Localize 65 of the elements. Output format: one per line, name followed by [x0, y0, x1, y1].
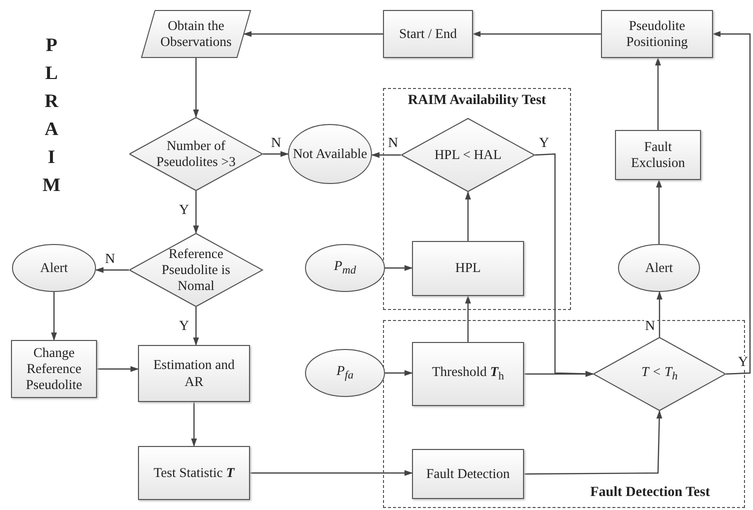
- arrow: [193, 191, 199, 234]
- terminal-ellipse: [288, 124, 372, 184]
- arrow: [191, 402, 197, 447]
- process-box: [138, 345, 250, 402]
- process-box: [601, 10, 713, 58]
- arrow: [95, 267, 129, 273]
- group-title: RAIM Availability Test: [406, 93, 548, 109]
- arrow: [524, 410, 662, 475]
- arrow: [656, 179, 662, 244]
- node-label: Alert: [40, 260, 68, 276]
- decision-diamond: [129, 117, 263, 191]
- arrow: [51, 292, 57, 341]
- edge-label: Y: [737, 356, 750, 370]
- process-box: [615, 130, 701, 180]
- node-label: Start / End: [399, 26, 457, 42]
- process-box: [11, 340, 97, 398]
- process-box: [383, 10, 473, 58]
- arrow: [263, 151, 289, 157]
- node-label: Number of Pseudolites >3: [156, 138, 236, 170]
- terminal-ellipse: [12, 244, 96, 292]
- process-box: [412, 342, 524, 406]
- arrow: [656, 291, 662, 337]
- vertical-title: PLRAIM: [42, 34, 61, 198]
- arrow: [385, 265, 413, 271]
- node-label: Alert: [645, 260, 673, 276]
- arrow: [193, 58, 199, 118]
- arrow: [465, 191, 471, 241]
- node-label: Reference Pseudolite is Nomal: [160, 246, 232, 294]
- terminal-ellipse: [618, 244, 700, 292]
- arrow: [243, 31, 383, 37]
- arrow: [371, 152, 401, 158]
- node-label: Fault Detection: [426, 466, 510, 482]
- node-label: P$_{md}$: [334, 258, 356, 278]
- node-label: P$_{fa}$: [336, 362, 354, 384]
- node-label: Pseudolite Positioning: [625, 18, 689, 50]
- group-title: Fault Detection Test: [590, 485, 710, 501]
- node-label: Not Available: [292, 146, 368, 162]
- arrow: [97, 366, 139, 372]
- arrow: [655, 57, 661, 130]
- process-box: [412, 449, 524, 499]
- arrow: [472, 31, 601, 37]
- node-label: Test Statistic T: [154, 464, 234, 482]
- node-label: HPL: [455, 260, 481, 277]
- node-label: T < T$_{h}$: [641, 364, 678, 384]
- arrow: [193, 307, 199, 346]
- node-label: HPL < HAL: [434, 146, 502, 164]
- dashed-group-frame: [383, 88, 571, 310]
- decision-diamond: [593, 337, 726, 411]
- node-label: Estimation and AR: [152, 357, 236, 390]
- arrow: [385, 370, 413, 376]
- decision-diamond: [401, 118, 535, 192]
- node-label: Fault Exclusion: [630, 138, 686, 172]
- arrow: [250, 470, 413, 476]
- arrow: [465, 295, 471, 342]
- node-label: Obtain the Observations: [159, 18, 233, 50]
- arrow: [712, 31, 751, 375]
- terminal-ellipse: [305, 349, 385, 397]
- decision-diamond: [129, 233, 263, 307]
- node-label: Threshold T$_{h}$: [432, 364, 504, 384]
- node-label: Change Reference Pseudolite: [24, 344, 84, 394]
- input-parallelogram: [141, 10, 251, 58]
- process-box: [412, 241, 524, 296]
- process-box: [138, 446, 250, 500]
- arrow: [524, 371, 594, 377]
- terminal-ellipse: [305, 244, 385, 292]
